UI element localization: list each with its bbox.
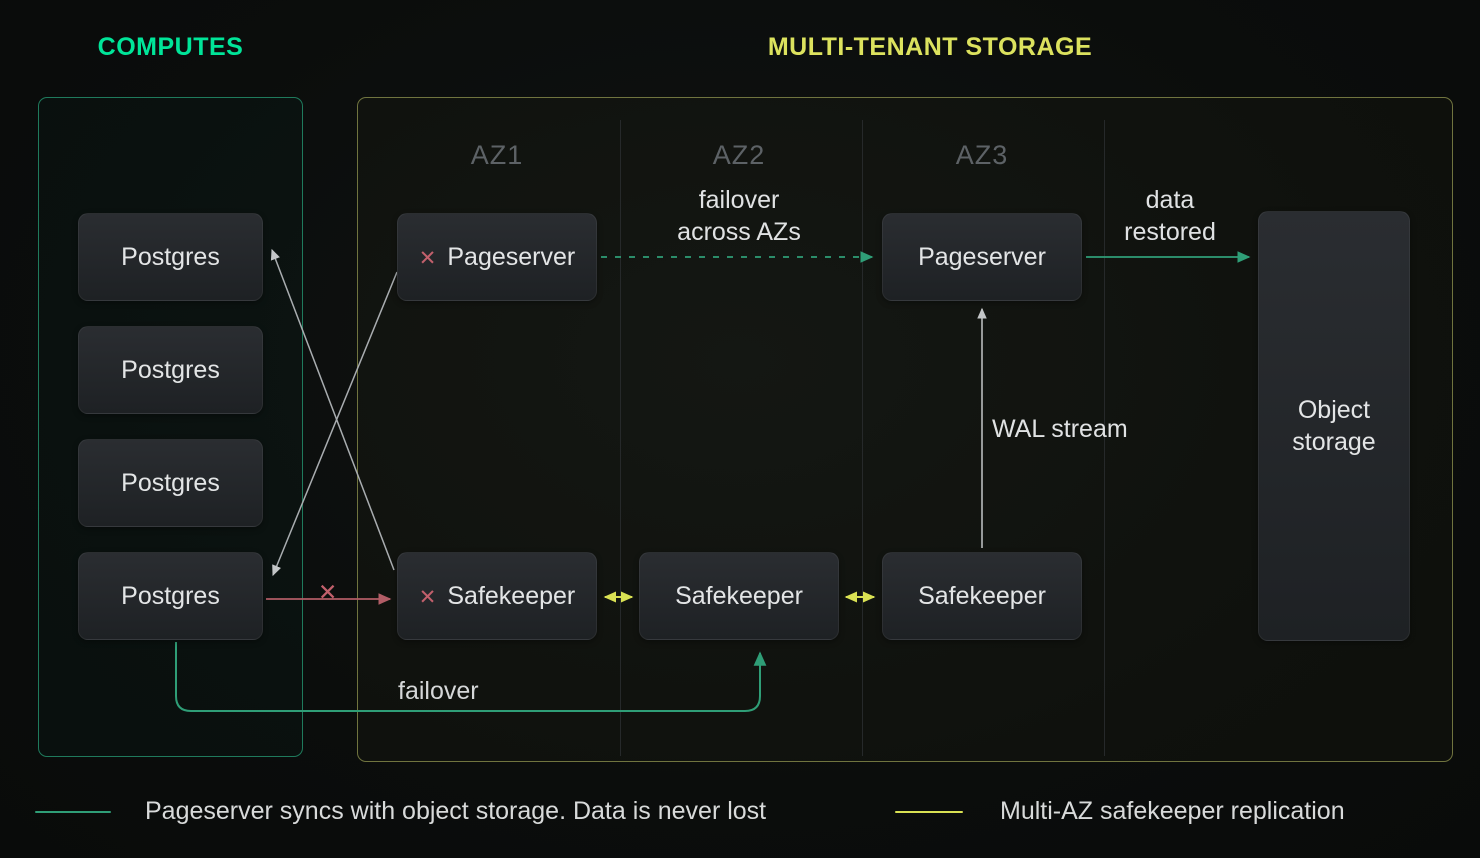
annotation-line: data [1145,186,1195,214]
node-postgres-1: Postgres [78,213,263,301]
node-label: Pageserver [447,242,576,271]
computes-section-title: COMPUTES [97,33,244,61]
node-label: Object storage [1292,395,1376,457]
storage-section-title: MULTI-TENANT STORAGE [767,33,1093,61]
node-pageserver-az1: ✕ Pageserver [397,213,597,301]
connection-failure-x-icon: ✕ [318,579,338,605]
legend-label: Multi-AZ safekeeper replication [1000,797,1345,825]
node-label: Postgres [121,581,220,610]
legend-yellow-line [895,810,963,813]
az1-az2-divider [620,120,621,756]
az3-label: AZ3 [955,140,1009,170]
node-label: Safekeeper [675,581,803,610]
node-label: Postgres [121,468,220,497]
computes-panel [38,97,303,757]
node-label: Postgres [121,242,220,271]
legend-green-line [35,810,111,813]
annotation-line: restored [1124,218,1216,246]
az3-storage-divider [1104,120,1105,756]
legend-label: Pageserver syncs with object storage. Da… [145,797,767,825]
failover-label: failover [398,677,479,705]
wal-stream-label: WAL stream [992,415,1128,443]
node-postgres-3: Postgres [78,439,263,527]
failover-across-azs-label: failover across AZs [619,184,859,248]
data-restored-label: data restored [1090,184,1250,248]
az2-az3-divider [862,120,863,756]
legend-item-safekeeper-replication: Multi-AZ safekeeper replication [895,797,1345,826]
node-postgres-2: Postgres [78,326,263,414]
annotation-line: across AZs [677,218,801,246]
node-label: Pageserver [918,242,1046,271]
node-safekeeper-az1: ✕ Safekeeper [397,552,597,640]
node-safekeeper-az2: Safekeeper [639,552,839,640]
annotation-line: failover [698,186,780,214]
node-pageserver-az3: Pageserver [882,213,1082,301]
node-object-storage: Object storage [1258,211,1410,641]
failure-x-icon: ✕ [418,247,437,270]
node-safekeeper-az3: Safekeeper [882,552,1082,640]
node-postgres-4: Postgres [78,552,263,640]
az1-label: AZ1 [470,140,524,170]
node-label: Safekeeper [447,581,576,610]
az2-label: AZ2 [712,140,766,170]
legend-item-object-storage-sync: Pageserver syncs with object storage. Da… [35,797,766,826]
node-label: Safekeeper [918,581,1046,610]
node-label: Postgres [121,355,220,384]
failure-x-icon: ✕ [418,586,437,609]
